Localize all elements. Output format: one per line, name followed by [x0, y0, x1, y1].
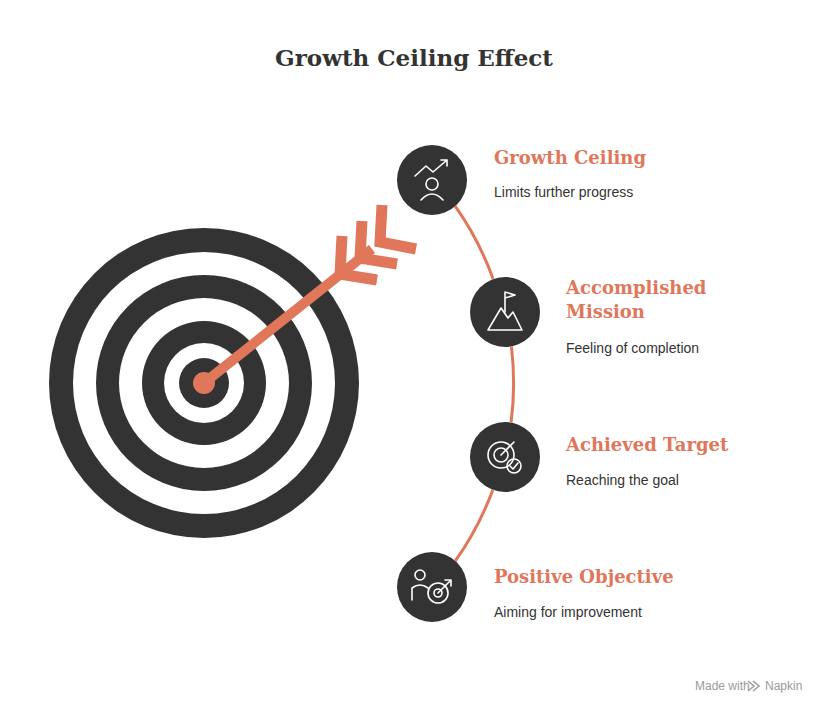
diagram-title: Growth Ceiling Effect	[0, 44, 828, 71]
step-description: Feeling of completion	[566, 339, 699, 357]
icon-circle-node: Growth CeilingLimits further progress	[397, 145, 467, 215]
step-description: Limits further progress	[494, 183, 633, 201]
step-heading: Growth Ceiling	[494, 146, 646, 170]
icon-circle-node: Achieved TargetReaching the goal	[470, 422, 540, 492]
watermark-text: Made with	[695, 679, 750, 693]
arc-connector	[455, 206, 493, 279]
arc-connector	[455, 490, 492, 561]
icon-circle-node: Accomplished MissionFeeling of completio…	[470, 277, 540, 347]
step-description: Reaching the goal	[566, 471, 679, 489]
step-heading: Achieved Target	[566, 433, 728, 457]
step-heading: Positive Objective	[494, 565, 674, 589]
arc-connector	[511, 346, 514, 422]
step-description: Aiming for improvement	[494, 603, 642, 621]
icon-circle-node: Positive ObjectiveAiming for improvement	[397, 552, 467, 622]
watermark-text: Napkin	[765, 679, 802, 693]
step-heading: Accomplished Mission	[566, 276, 716, 324]
